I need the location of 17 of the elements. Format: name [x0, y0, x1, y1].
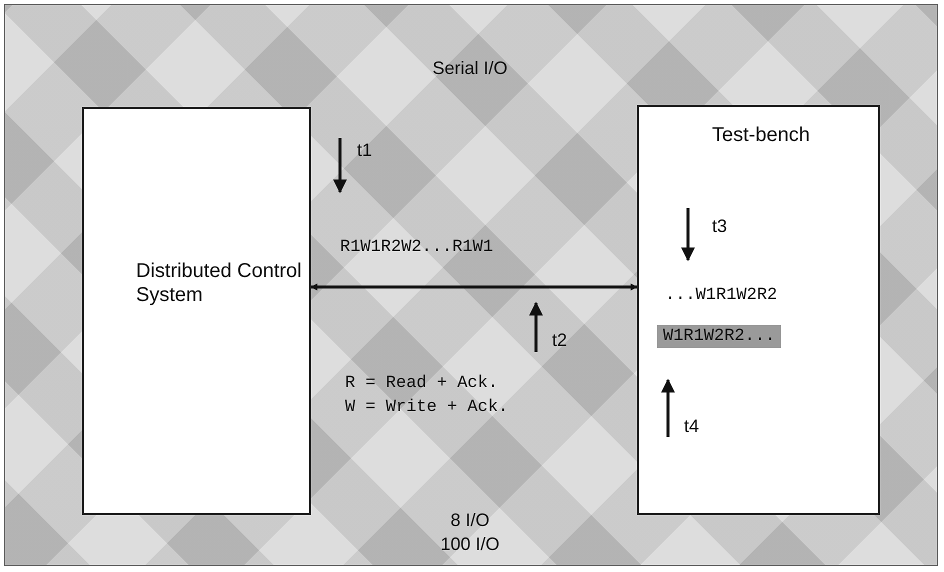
annotation-text: W = Write + Ack. [345, 398, 508, 417]
annotation-text: R = Read + Ack. [345, 374, 498, 393]
node-label: Distributed Control System [136, 259, 303, 307]
double-arrow [310, 284, 638, 290]
annotation-text: ...W1R1W2R2 [665, 286, 778, 305]
process-box [637, 105, 880, 515]
time-label: t3 [712, 216, 728, 237]
time-label: t2 [552, 330, 568, 351]
annotation-text: 8 I/O [450, 510, 490, 531]
time-label: t4 [684, 416, 700, 437]
process-box [82, 107, 311, 515]
node-label: Test-bench [712, 123, 811, 147]
annotation-text: Serial I/O [432, 58, 508, 79]
time-label: t1 [357, 140, 372, 161]
annotation-text: 100 I/O [440, 534, 500, 555]
highlighted-sequence: W1R1W2R2... [657, 325, 782, 348]
annotation-text: R1W1R2W2...R1W1 [340, 238, 494, 257]
